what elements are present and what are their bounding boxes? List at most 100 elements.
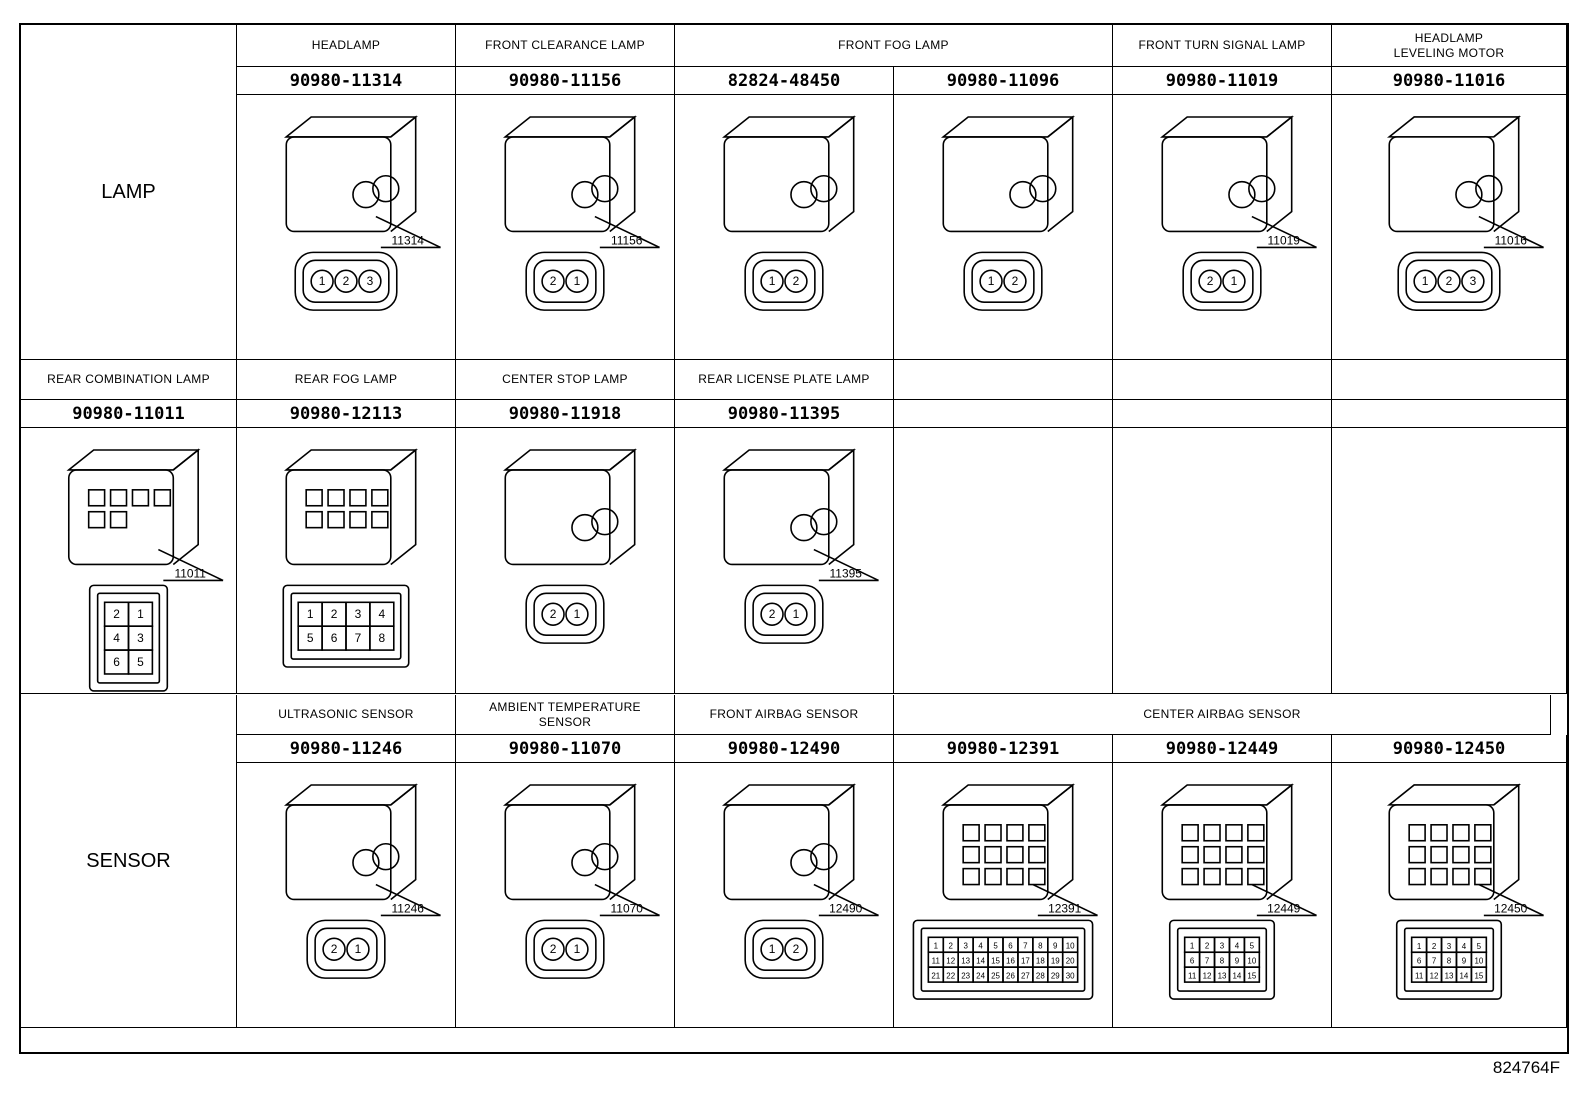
pin-number: 14: [976, 957, 985, 966]
pin-number: 2: [331, 942, 338, 956]
pin-number: 18: [1036, 957, 1045, 966]
connector-name: [1113, 360, 1332, 400]
connector-name: FRONT CLEARANCE LAMP: [456, 25, 675, 67]
pin-number: 7: [1023, 942, 1028, 951]
pin-number: 7: [355, 631, 362, 645]
pin-number: 1: [574, 607, 581, 621]
pin-number: 1: [137, 607, 144, 621]
part-number: 90980-11246: [237, 735, 456, 763]
pin-number: 3: [367, 274, 374, 288]
connector-2pin-round-icon: [1160, 115, 1317, 311]
connector-name: REAR FOG LAMP: [237, 360, 456, 400]
pin-number: 3: [1220, 942, 1225, 951]
pin-number: 8: [379, 631, 386, 645]
connector-name: HEADLAMP LEVELING MOTOR: [1332, 25, 1567, 67]
pin-number: 23: [961, 972, 970, 981]
pin-number: 11: [1188, 972, 1197, 981]
pin-number: 2: [949, 942, 954, 951]
pin-number: 6: [1190, 957, 1195, 966]
connector-15pin-icon: [1160, 783, 1317, 1000]
callout-label: 11314: [392, 233, 425, 247]
part-number: 90980-11156: [456, 67, 675, 95]
pin-number: 2: [1207, 274, 1214, 288]
pin-number: 2: [1205, 942, 1210, 951]
pin-number: 12: [1203, 972, 1212, 981]
connector-2pin-square-icon: [503, 448, 637, 644]
pin-number: 12: [1430, 972, 1439, 981]
pin-number: 2: [793, 274, 800, 288]
pin-number: 4: [1462, 942, 1467, 951]
callout-label: 12450: [1494, 901, 1528, 915]
pin-number: 24: [976, 972, 985, 981]
pin-number: 6: [331, 631, 338, 645]
pin-number: 1: [574, 274, 581, 288]
pin-number: 15: [1474, 972, 1483, 981]
pin-number: 2: [113, 607, 120, 621]
part-number: 90980-11019: [1113, 67, 1332, 95]
pin-number: 3: [963, 942, 968, 951]
part-number: 90980-11395: [675, 400, 894, 428]
pin-number: 10: [1066, 942, 1075, 951]
pin-number: 1: [319, 274, 326, 288]
pin-number: 2: [550, 942, 557, 956]
part-number: 90980-11096: [894, 67, 1113, 95]
connector-illustration: 11070 2 1: [456, 763, 675, 1028]
pin-number: 6: [1417, 957, 1422, 966]
connector-name: FRONT FOG LAMP: [675, 25, 1113, 67]
connector-name: [894, 360, 1113, 400]
pin-number: 13: [1218, 972, 1227, 981]
part-number: 90980-12450: [1332, 735, 1567, 763]
pin-number: 6: [113, 655, 120, 669]
pin-number: 9: [1462, 957, 1467, 966]
connector-name: HEADLAMP: [237, 25, 456, 67]
pin-number: 4: [379, 607, 386, 621]
connector-2pin-round-icon: [722, 115, 856, 311]
pin-number: 1: [1190, 942, 1195, 951]
pin-number: 1: [574, 942, 581, 956]
connector-name: [1332, 360, 1567, 400]
part-number: 90980-12490: [675, 735, 894, 763]
part-number: 90980-12391: [894, 735, 1113, 763]
part-number: [1332, 400, 1567, 428]
pin-number: 1: [1417, 942, 1422, 951]
pin-number: 5: [1477, 942, 1482, 951]
pin-number: 6: [1008, 942, 1013, 951]
pin-number: 26: [1006, 972, 1015, 981]
callout-label: 12391: [1048, 901, 1082, 915]
pin-number: 25: [991, 972, 1000, 981]
pin-number: 5: [137, 655, 144, 669]
pin-number: 1: [793, 607, 800, 621]
callout-label: 11019: [1268, 233, 1301, 247]
part-number: 90980-11011: [21, 400, 237, 428]
connector-30pin-icon: [912, 783, 1098, 1000]
pin-number: 22: [946, 972, 955, 981]
pin-number: 3: [355, 607, 362, 621]
pin-number: 1: [769, 942, 776, 956]
pin-number: 5: [993, 942, 998, 951]
pin-number: 15: [991, 957, 1000, 966]
pin-number: 27: [1021, 972, 1030, 981]
callout-label: 11395: [830, 566, 863, 580]
pin-number: 21: [931, 972, 940, 981]
pin-number: 2: [331, 607, 338, 621]
pin-number: 14: [1233, 972, 1242, 981]
pin-number: 3: [137, 631, 144, 645]
connector-3pin-square-icon: [284, 115, 441, 311]
part-number: [1113, 400, 1332, 428]
pin-number: 19: [1051, 957, 1060, 966]
pin-number: 10: [1247, 957, 1256, 966]
pin-number: 1: [1422, 274, 1429, 288]
connector-2pin-square-icon: [722, 783, 879, 979]
pin-number: 2: [793, 942, 800, 956]
part-number: 90980-11314: [237, 67, 456, 95]
callout-label: 11070: [611, 901, 644, 915]
callout-label: 11246: [392, 901, 425, 915]
pin-number: 29: [1051, 972, 1060, 981]
pin-number: 8: [1038, 942, 1043, 951]
pin-number: 11: [1415, 972, 1424, 981]
